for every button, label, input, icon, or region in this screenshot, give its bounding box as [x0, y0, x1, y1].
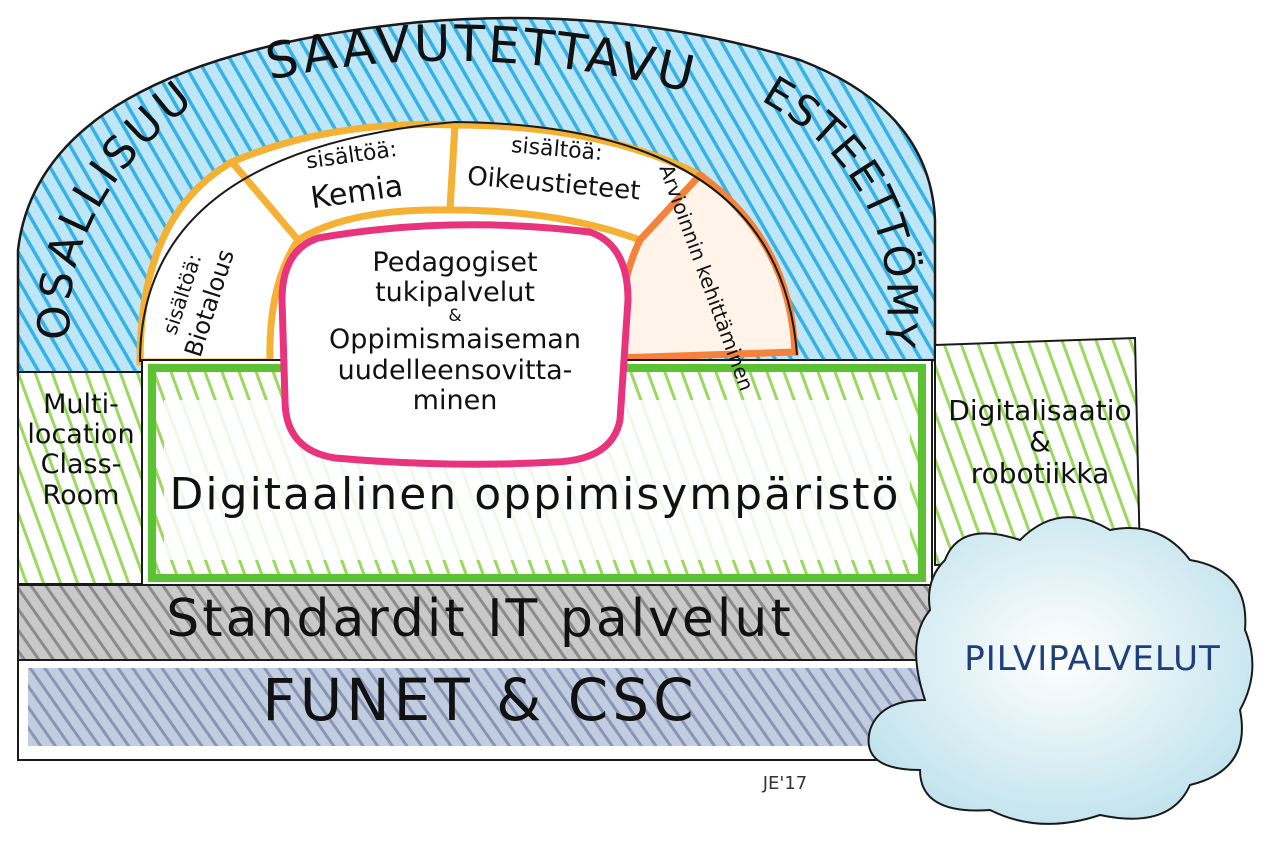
- center-line-3: Oppimismaiseman: [329, 324, 581, 356]
- signature: JE'17: [762, 773, 808, 794]
- standard-layer-label: Standardit IT palvelut: [166, 589, 794, 649]
- left-box-line-4: Room: [42, 479, 120, 511]
- left-box-text: Multi- location Class- Room: [22, 389, 140, 511]
- cloud-shape: [867, 516, 1254, 825]
- right-box-line-2: &: [1029, 425, 1051, 459]
- segment-arviointi: [611, 170, 799, 362]
- left-box: [17, 371, 143, 585]
- right-box-line-3: robotiikka: [970, 456, 1110, 490]
- left-box-line-3: Class-: [40, 449, 122, 481]
- center-line-2: tukipalvelut: [375, 277, 535, 309]
- cloud-label: PILVIPALVELUT: [964, 639, 1221, 679]
- funet-layer-label: FUNET & CSC: [262, 666, 698, 734]
- center-line-4: uudelleensovitta-: [337, 354, 573, 386]
- left-box-line-2: location: [27, 419, 135, 451]
- center-line-1: Pedagogiset: [372, 247, 538, 278]
- main-platform-label: Digitaalinen oppimisympäristö: [169, 469, 901, 520]
- funet-layer-fill: [28, 668, 928, 746]
- arc-outline: [139, 120, 798, 363]
- center-text: Pedagogiset tukipalvelut & Oppimismaisem…: [285, 247, 625, 416]
- right-box-line-1: Digitalisaatio: [948, 394, 1132, 427]
- left-box-line-1: Multi-: [43, 389, 119, 420]
- center-line-5: minen: [412, 384, 498, 416]
- center-shape: [278, 221, 632, 468]
- center-amp: &: [448, 306, 462, 327]
- right-box-text: Digitalisaatio & robotiikka: [940, 395, 1140, 489]
